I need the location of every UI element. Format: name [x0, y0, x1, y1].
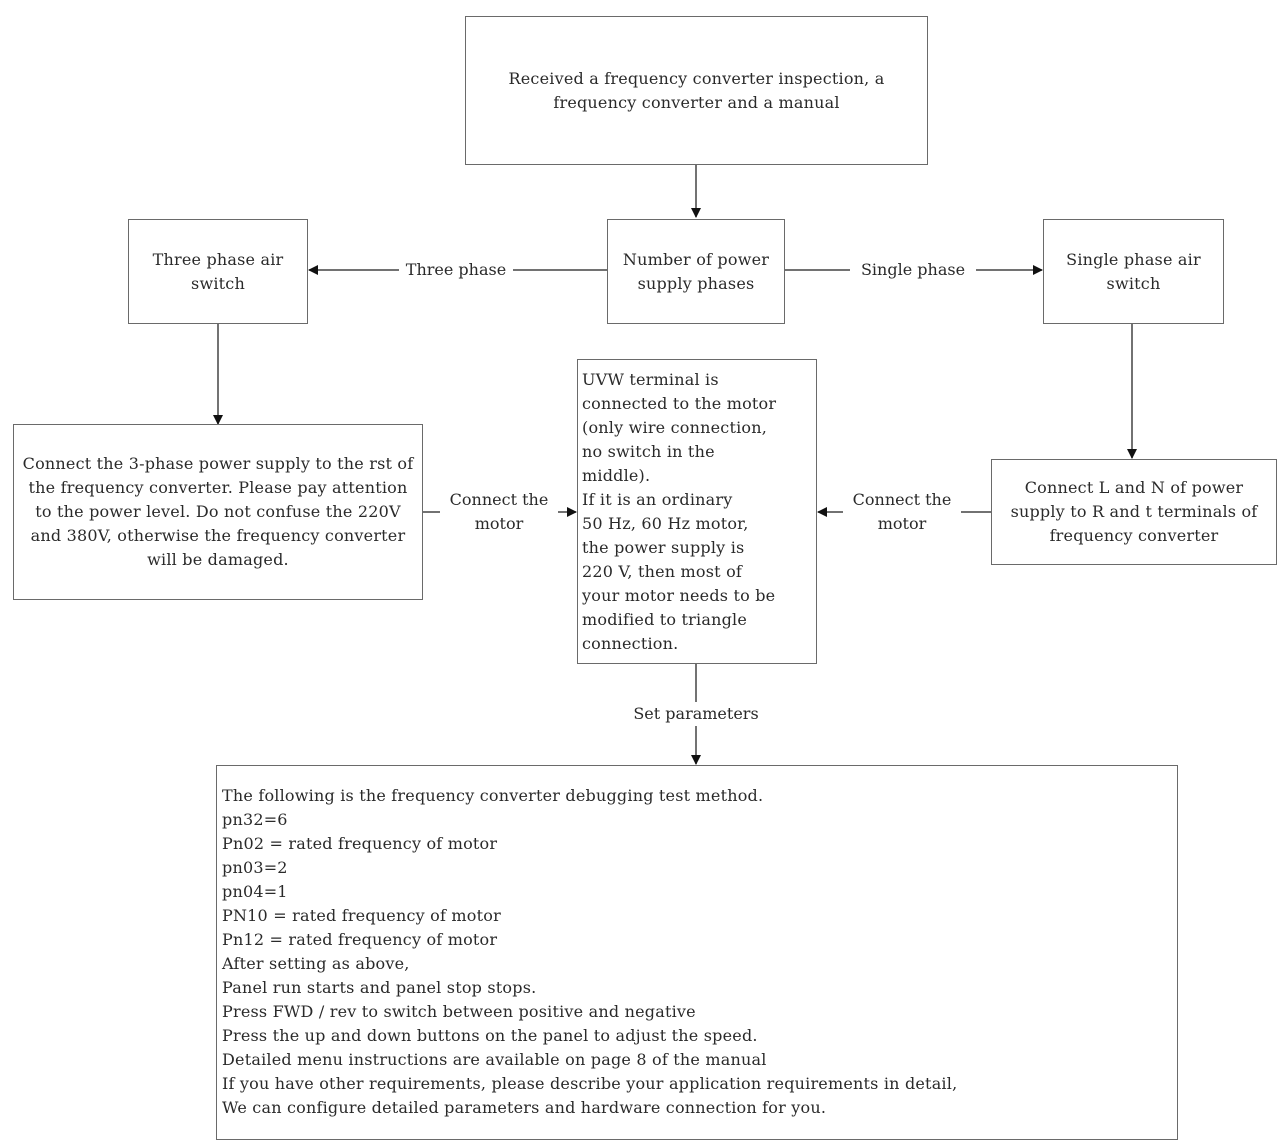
node-phases: Number of power supply phases: [607, 219, 785, 324]
uvw-line: 50 Hz, 60 Hz motor,: [582, 514, 749, 533]
uvw-line: modified to triangle: [582, 610, 748, 629]
uvw-line: middle).: [582, 466, 651, 485]
node-three-phase-switch: Three phase air switch: [128, 219, 308, 324]
param-line: pn03=2: [222, 858, 288, 877]
node-single-phase-switch-text: Single phase air switch: [1066, 249, 1201, 293]
param-line: PN10 = rated frequency of motor: [222, 906, 501, 925]
param-line: If you have other requirements, please d…: [222, 1074, 958, 1093]
node-start: Received a frequency converter inspectio…: [465, 16, 928, 165]
edge-label-set-parameters: Set parameters: [621, 702, 771, 726]
node-connect-three-phase: Connect the 3-phase power supply to the …: [13, 424, 423, 600]
node-three-phase-switch-text: Three phase air switch: [152, 249, 284, 293]
param-line: We can configure detailed parameters and…: [222, 1098, 827, 1117]
edge-label-connect-motor-left: Connect the motor: [440, 488, 558, 536]
param-line: pn32=6: [222, 810, 288, 829]
node-phases-text: Number of power supply phases: [622, 249, 770, 293]
edge-label-connect-motor-right: Connect the motor: [843, 488, 961, 536]
node-uvw-terminal: UVW terminal is connected to the motor (…: [577, 359, 817, 664]
uvw-line: (only wire connection,: [582, 418, 768, 437]
edge-label-three-phase: Three phase: [399, 258, 513, 282]
uvw-line: no switch in the: [582, 442, 715, 461]
node-connect-single-phase: Connect L and N of power supply to R and…: [991, 459, 1277, 565]
uvw-line: your motor needs to be: [582, 586, 776, 605]
param-line: Pn02 = rated frequency of motor: [222, 834, 498, 853]
node-single-phase-switch: Single phase air switch: [1043, 219, 1224, 324]
param-line: Detailed menu instructions are available…: [222, 1050, 767, 1069]
uvw-line: connected to the motor: [582, 394, 777, 413]
node-connect-single-phase-text: Connect L and N of power supply to R and…: [1010, 478, 1258, 545]
param-line: pn04=1: [222, 882, 288, 901]
node-connect-three-phase-text: Connect the 3-phase power supply to the …: [22, 454, 414, 569]
uvw-line: UVW terminal is: [582, 370, 719, 389]
edge-label-single-phase: Single phase: [850, 258, 976, 282]
uvw-line: connection.: [582, 634, 679, 653]
param-line: Press the up and down buttons on the pan…: [222, 1026, 758, 1045]
node-parameters: The following is the frequency converter…: [216, 765, 1178, 1140]
uvw-line: 220 V, then most of: [582, 562, 743, 581]
param-line: After setting as above,: [222, 954, 410, 973]
param-line: The following is the frequency converter…: [222, 786, 764, 805]
param-line: Panel run starts and panel stop stops.: [222, 978, 537, 997]
node-start-text: Received a frequency converter inspectio…: [508, 68, 885, 112]
uvw-line: the power supply is: [582, 538, 745, 557]
param-line: Press FWD / rev to switch between positi…: [222, 1002, 696, 1021]
uvw-line: If it is an ordinary: [582, 490, 733, 509]
param-line: Pn12 = rated frequency of motor: [222, 930, 498, 949]
